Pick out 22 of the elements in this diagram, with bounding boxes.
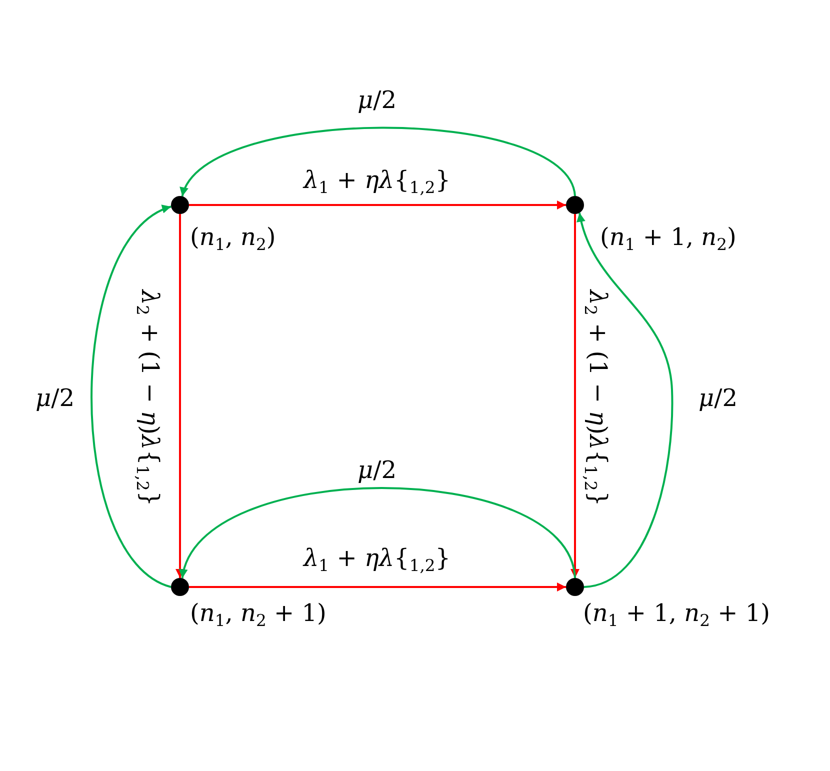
arrow: [181, 487, 576, 579]
arrow: [570, 214, 580, 578]
edge-label: μ/2: [358, 455, 396, 485]
node-label: (n$_{1}$ + 1, n$_{2}$ + 1): [583, 598, 770, 628]
node-label: (n$_{1}$, n$_{2}$): [190, 222, 276, 252]
edge-label: λ$_{1}$ + ηλ{$_{1,2}$}: [303, 165, 451, 195]
node-label: (n$_{1}$ + 1, n$_{2}$): [600, 222, 736, 252]
state-dot: [171, 196, 189, 214]
arrow: [577, 212, 674, 588]
state-dot: [566, 196, 584, 214]
node-label: (n$_{1}$, n$_{2}$ + 1): [190, 598, 326, 628]
arrow: [90, 206, 172, 588]
state-dot: [171, 578, 189, 596]
arrow: [189, 582, 566, 592]
arrow: [189, 200, 566, 210]
arrow: [181, 126, 576, 197]
edge-label: μ/2: [698, 383, 738, 413]
edge-label: μ/2: [36, 383, 74, 413]
edge-label: λ$_{1}$ + ηλ{$_{1,2}$}: [303, 543, 451, 573]
state-dot: [566, 578, 584, 596]
edge-label: μ/2: [358, 85, 396, 115]
arrow: [176, 214, 184, 578]
